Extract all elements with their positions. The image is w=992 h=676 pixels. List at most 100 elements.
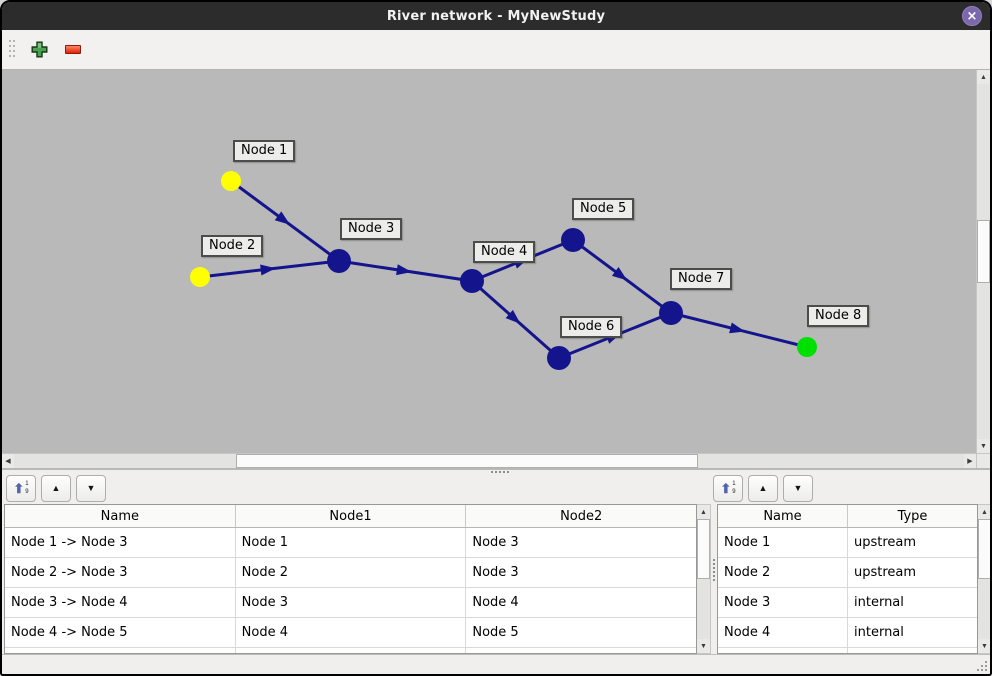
table-cell[interactable]: Node 3 -> Node 4 [5, 588, 236, 617]
canvas-horizontal-scrollbar[interactable]: ◀ ▶ [2, 454, 976, 468]
table-cell[interactable]: internal [854, 625, 904, 640]
node-circle-upstream[interactable] [221, 171, 241, 191]
node-label[interactable]: Node 1 [233, 140, 296, 162]
up-triangle-icon: ▲ [758, 483, 768, 493]
table-cell[interactable]: Node 4 [718, 618, 848, 647]
plus-icon [31, 41, 47, 58]
column-header[interactable]: Name [5, 505, 236, 527]
scrollbar-thumb[interactable] [977, 220, 990, 283]
horizontal-splitter[interactable] [2, 468, 990, 473]
scroll-up-button[interactable]: ▲ [977, 70, 990, 84]
node-circle-downstream[interactable] [797, 337, 817, 357]
network-canvas[interactable]: Node 1 Node 2 Node 3 Node 4 Node 5 Node 6 Node… [2, 70, 976, 453]
column-header[interactable]: Node1 [236, 505, 467, 527]
scroll-right-button[interactable]: ▶ [964, 454, 976, 468]
scrollbar-thumb[interactable] [236, 454, 698, 468]
remove-node-button[interactable] [60, 37, 86, 63]
scrollbar-thumb[interactable] [978, 519, 990, 579]
node-label[interactable]: Node 7 [670, 268, 733, 290]
scroll-down-button[interactable]: ▼ [697, 639, 710, 653]
nodes-move-down-button[interactable]: ▼ [783, 475, 813, 502]
scrollbar-corner [976, 454, 990, 468]
resize-grip[interactable] [975, 659, 987, 671]
node-label[interactable]: Node 4 [473, 241, 536, 263]
table-cell[interactable] [236, 648, 467, 653]
column-header[interactable]: Name [718, 505, 848, 527]
table-cell[interactable]: Node 2 -> Node 3 [5, 558, 236, 587]
node-circle-internal[interactable] [659, 301, 683, 325]
table-cell[interactable]: Node 4 -> Node 5 [5, 618, 236, 647]
table-cell[interactable]: Node 2 [718, 558, 848, 587]
table-cell[interactable]: Node 4 [236, 618, 467, 647]
scrollbar-thumb[interactable] [697, 519, 710, 579]
canvas-hscroll-row: ◀ ▶ [2, 453, 990, 468]
network-diagram [190, 171, 817, 370]
table-row[interactable]: Node 1 upstream [718, 528, 977, 558]
table-cell[interactable]: upstream [854, 535, 917, 550]
branches-move-up-button[interactable]: ▲ [41, 475, 71, 502]
close-button[interactable]: × [962, 6, 982, 26]
column-header[interactable]: Node2 [560, 508, 603, 524]
table-cell[interactable]: Node 1 [236, 528, 467, 557]
scrollbar-track[interactable] [697, 519, 710, 639]
table-cell[interactable]: Node 3 [718, 588, 848, 617]
nodes-move-up-button[interactable]: ▲ [748, 475, 778, 502]
table-cell[interactable]: Node 1 -> Node 3 [5, 528, 236, 557]
scroll-down-button[interactable]: ▼ [977, 439, 990, 453]
vertical-splitter[interactable] [711, 504, 717, 654]
node-circle-internal[interactable] [561, 228, 585, 252]
table-row[interactable] [718, 648, 977, 653]
node-circle-internal[interactable] [460, 269, 484, 293]
toolbar-drag-handle[interactable] [8, 38, 16, 62]
table-row[interactable]: Node 2 upstream [718, 558, 977, 588]
table-cell[interactable]: Node 3 [472, 565, 519, 580]
nodes-table-scrollbar[interactable]: ▲ ▼ [978, 504, 990, 654]
node-circle-upstream[interactable] [190, 267, 210, 287]
scrollbar-track[interactable] [978, 519, 990, 639]
add-node-button[interactable] [26, 37, 52, 63]
node-label[interactable]: Node 8 [807, 305, 870, 327]
table-cell[interactable]: upstream [854, 565, 917, 580]
table-cell[interactable]: Node 2 [236, 558, 467, 587]
table-row[interactable]: Node 3 internal [718, 588, 977, 618]
table-row[interactable] [5, 648, 696, 653]
table-cell[interactable]: Node 3 [236, 588, 467, 617]
scroll-down-icon: ▼ [700, 642, 707, 650]
node-circle-internal[interactable] [327, 249, 351, 273]
close-icon: × [966, 8, 978, 24]
column-header[interactable]: Type [897, 508, 928, 524]
titlebar[interactable]: River network - MyNewStudy × [2, 2, 990, 30]
scroll-left-button[interactable]: ◀ [2, 454, 14, 468]
table-cell[interactable]: internal [854, 595, 904, 610]
table-cell[interactable]: Node 1 [718, 528, 848, 557]
branches-table-scrollbar[interactable]: ▲ ▼ [697, 504, 711, 654]
node-label[interactable]: Node 2 [201, 235, 264, 257]
table-row[interactable]: Node 4 internal [718, 618, 977, 648]
table-cell[interactable]: Node 5 [472, 625, 519, 640]
node-label[interactable]: Node 3 [340, 218, 403, 240]
table-cell[interactable]: Node 4 [472, 595, 519, 610]
scroll-up-button[interactable]: ▲ [978, 505, 990, 519]
node-circle-internal[interactable] [547, 346, 571, 370]
table-cell[interactable]: Node 3 [472, 535, 519, 550]
canvas-vertical-scrollbar[interactable]: ▲ ▼ [976, 70, 990, 453]
node-label[interactable]: Node 6 [560, 316, 623, 338]
scroll-up-button[interactable]: ▲ [697, 505, 710, 519]
scroll-down-icon: ▼ [981, 642, 988, 650]
scrollbar-track[interactable] [14, 454, 964, 468]
table-cell[interactable] [5, 648, 236, 653]
branches-move-down-button[interactable]: ▼ [76, 475, 106, 502]
table-cell[interactable] [718, 648, 848, 653]
scroll-down-button[interactable]: ▼ [978, 639, 990, 653]
node-label[interactable]: Node 5 [572, 198, 635, 220]
scrollbar-track[interactable] [977, 84, 990, 439]
